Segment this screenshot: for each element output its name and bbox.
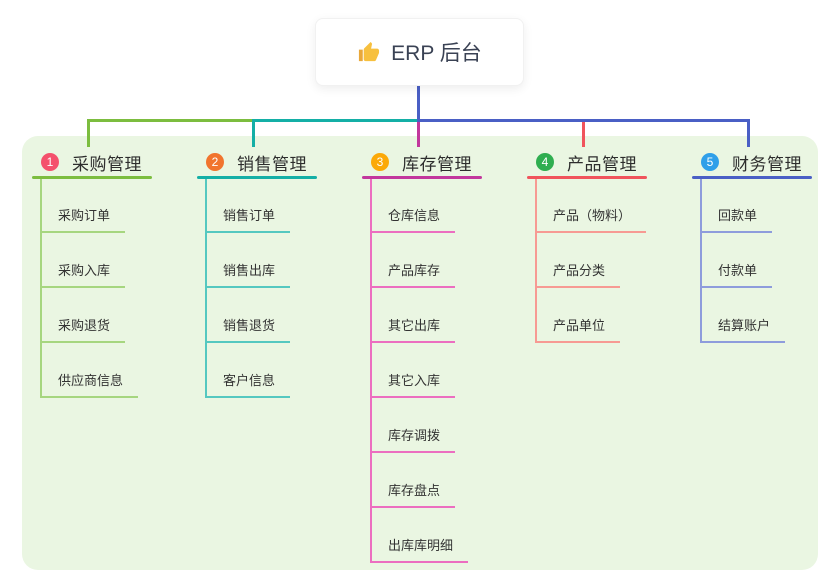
branch-1: 1 采购管理采购订单采购入库采购退货供应商信息 (30, 146, 194, 588)
node-item-label: 产品库存 (370, 264, 456, 288)
node-item-label: 回款单 (700, 209, 773, 233)
node-item[interactable]: 出库库明细 (370, 537, 469, 563)
branch-4-label: 产品管理 (567, 154, 637, 174)
node-item[interactable]: 客户信息 (205, 372, 291, 398)
branch-2-label: 销售管理 (237, 154, 307, 174)
branch-1-number-badge: 1 (41, 153, 59, 171)
node-item-label: 销售出库 (205, 264, 291, 288)
node-item[interactable]: 销售出库 (205, 262, 291, 288)
node-item-label: 销售退货 (205, 319, 291, 343)
branch-3: 3 库存管理仓库信息产品库存其它出库其它入库库存调拨库存盘点出库库明细 (360, 146, 524, 588)
node-item[interactable]: 供应商信息 (40, 372, 139, 398)
branch-5-label: 财务管理 (732, 154, 802, 174)
branch-5-header[interactable]: 5 财务管理 (701, 149, 839, 175)
node-item-label: 采购订单 (40, 209, 126, 233)
branches-panel (22, 136, 818, 570)
branch-2-underline (197, 176, 317, 179)
branch-4-number-badge: 4 (536, 153, 554, 171)
node-item[interactable]: 库存调拨 (370, 427, 456, 453)
node-item[interactable]: 产品分类 (535, 262, 621, 288)
branch-2-drop-line (252, 119, 255, 147)
branch-3-underline (362, 176, 482, 179)
branch-4-header[interactable]: 4 产品管理 (536, 149, 689, 175)
branch-5-number-badge: 5 (701, 153, 719, 171)
node-item[interactable]: 产品单位 (535, 317, 621, 343)
node-item[interactable]: 其它出库 (370, 317, 456, 343)
node-item-label: 库存盘点 (370, 484, 456, 508)
node-item-label: 产品单位 (535, 319, 621, 343)
node-item[interactable]: 库存盘点 (370, 482, 456, 508)
branch-4: 4 产品管理产品（物料） 产品分类产品单位 (525, 146, 689, 588)
node-item-label: 供应商信息 (40, 374, 139, 398)
node-item-label: 产品（物料） (535, 209, 647, 233)
branch-1-label: 采购管理 (72, 154, 142, 174)
node-item[interactable]: 仓库信息 (370, 207, 456, 233)
node-item-label: 付款单 (700, 264, 773, 288)
node-item[interactable]: 采购退货 (40, 317, 126, 343)
node-item-label: 仓库信息 (370, 209, 456, 233)
branch-1-drop-line (87, 119, 90, 147)
node-item-label: 其它出库 (370, 319, 456, 343)
trunk-segment-center (252, 119, 419, 122)
branch-4-drop-line (582, 119, 585, 147)
branch-1-underline (32, 176, 152, 179)
branch-2: 2 销售管理销售订单销售出库销售退货客户信息 (195, 146, 359, 588)
node-item[interactable]: 其它入库 (370, 372, 456, 398)
node-item-label: 采购入库 (40, 264, 126, 288)
branch-3-number-badge: 3 (371, 153, 389, 171)
root-label: ERP 后台 (391, 42, 482, 65)
branch-4-child-connector-line (535, 179, 537, 341)
node-item[interactable]: 产品库存 (370, 262, 456, 288)
node-item[interactable]: 产品（物料） (535, 207, 647, 233)
branch-3-drop-line (417, 119, 420, 147)
root-vertical-line (417, 84, 420, 120)
node-item[interactable]: 销售退货 (205, 317, 291, 343)
branch-3-label: 库存管理 (402, 154, 472, 174)
node-item[interactable]: 结算账户 (700, 317, 786, 343)
node-item-label: 销售订单 (205, 209, 291, 233)
node-item[interactable]: 付款单 (700, 262, 773, 288)
node-item[interactable]: 回款单 (700, 207, 773, 233)
node-item-label: 出库库明细 (370, 539, 469, 563)
node-item-label: 库存调拨 (370, 429, 456, 453)
branch-2-number-badge: 2 (206, 153, 224, 171)
node-item-label: 其它入库 (370, 374, 456, 398)
branch-1-header[interactable]: 1 采购管理 (41, 149, 194, 175)
trunk-segment-left (87, 119, 254, 122)
node-item[interactable]: 销售订单 (205, 207, 291, 233)
branch-5: 5 财务管理回款单付款单结算账户 (690, 146, 839, 588)
root-node[interactable]: ERP 后台 (315, 18, 524, 86)
branch-3-header[interactable]: 3 库存管理 (371, 149, 524, 175)
node-item-label: 产品分类 (535, 264, 621, 288)
trunk-segment-right (417, 119, 750, 122)
node-item[interactable]: 采购订单 (40, 207, 126, 233)
node-item-label: 客户信息 (205, 374, 291, 398)
branch-5-drop-line (747, 119, 750, 147)
thumbs-up-icon (359, 41, 380, 61)
node-item-label: 结算账户 (700, 319, 786, 343)
branch-2-header[interactable]: 2 销售管理 (206, 149, 359, 175)
node-item[interactable]: 采购入库 (40, 262, 126, 288)
node-item-label: 采购退货 (40, 319, 126, 343)
branch-3-child-connector-line (370, 179, 372, 561)
branch-5-underline (692, 176, 812, 179)
branch-4-underline (527, 176, 647, 179)
branch-5-child-connector-line (700, 179, 702, 341)
